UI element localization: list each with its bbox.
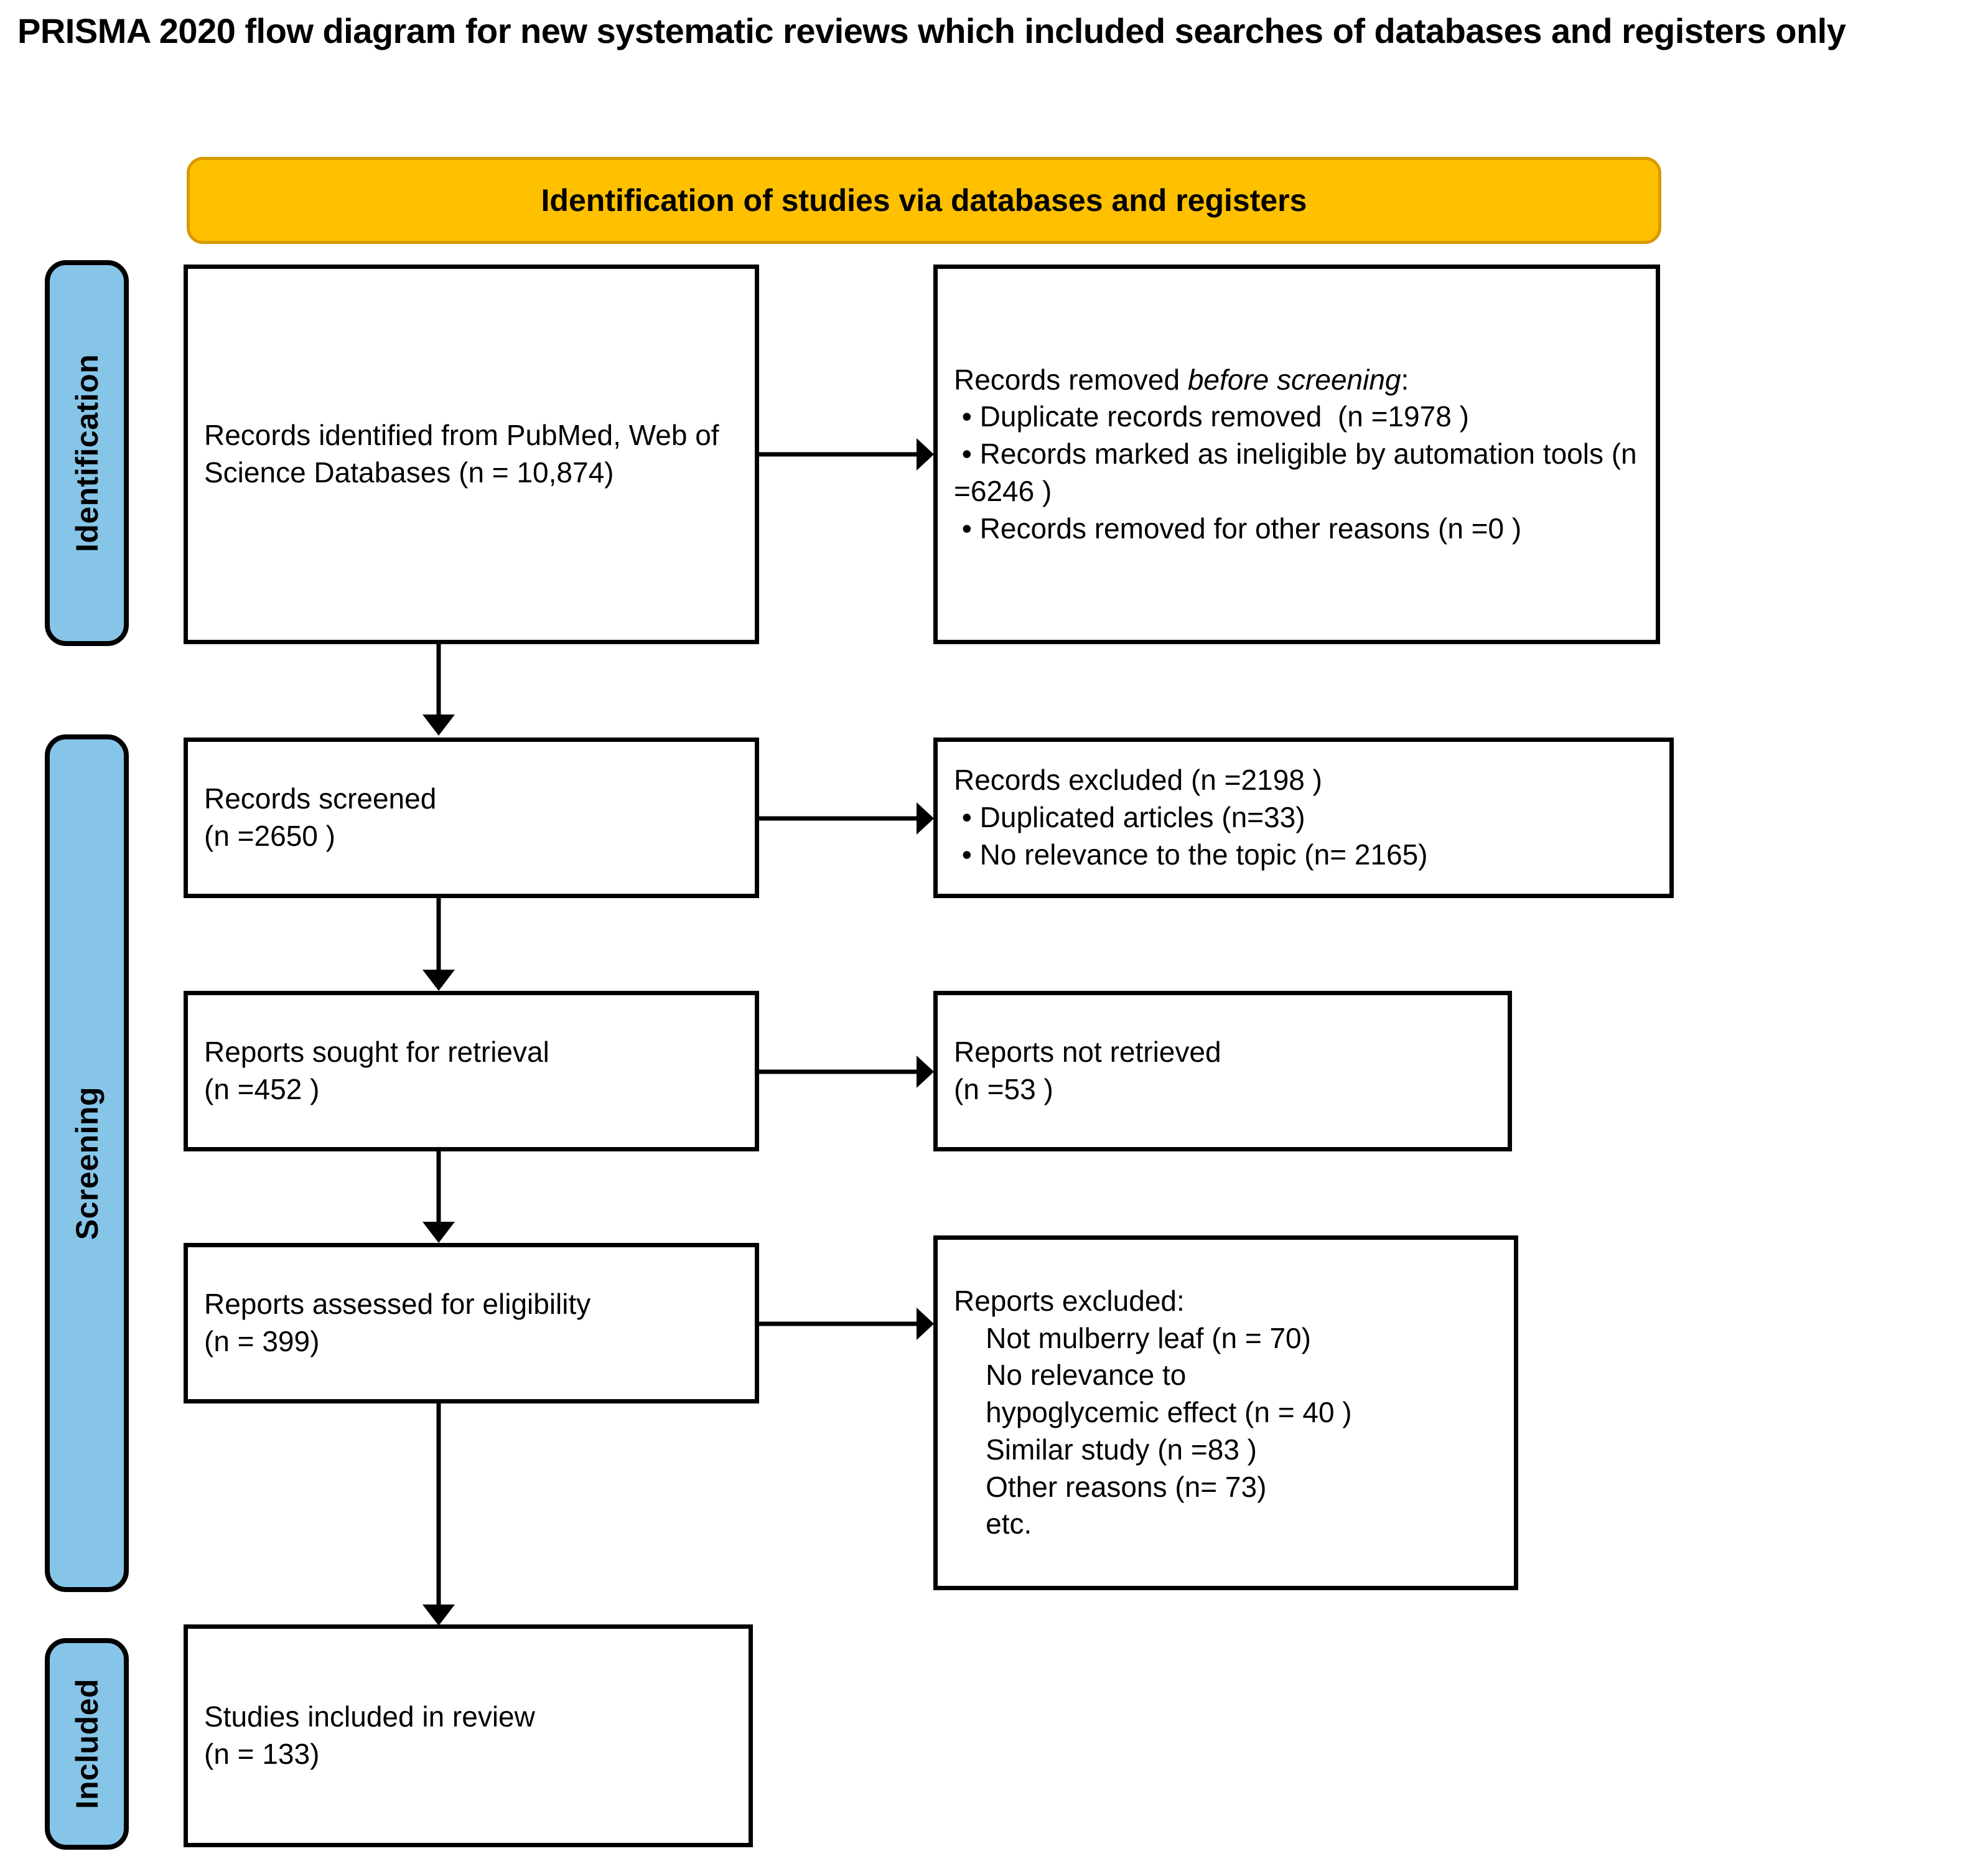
arrow-identified-to-screened [420, 641, 457, 741]
phase-label-screening: Screening [69, 1086, 105, 1240]
box-records-screened: Records screened (n =2650 ) [184, 738, 759, 898]
box-records-identified-text: Records identified from PubMed, Web of S… [204, 419, 727, 489]
arrow-screened-to-excluded [756, 800, 943, 837]
phase-pill-identification: Identification [45, 260, 129, 646]
box-records-screened-text: Records screened (n =2650 ) [204, 782, 437, 852]
box-records-removed-before-screening: Records removed before screening: • Dupl… [933, 265, 1660, 644]
box-records-excluded: Records excluded (n =2198 ) • Duplicated… [933, 738, 1674, 898]
box-studies-included-in-review: Studies included in review (n = 133) [184, 1624, 753, 1847]
stage-banner-label: Identification of studies via databases … [541, 183, 1307, 218]
phase-label-included: Included [69, 1679, 105, 1809]
arrow-identified-to-removed [756, 436, 943, 473]
arrow-assessed-to-reports-excluded [756, 1305, 943, 1342]
box-records-excluded-text: Records excluded (n =2198 ) • Duplicated… [954, 764, 1428, 871]
arrow-assessed-to-studies-included [420, 1400, 457, 1631]
phase-pill-included: Included [45, 1638, 129, 1850]
phase-pill-screening: Screening [45, 734, 129, 1592]
records-removed-heading-tail: : [1401, 363, 1409, 396]
box-records-identified: Records identified from PubMed, Web of S… [184, 265, 759, 644]
box-reports-sought-for-retrieval: Reports sought for retrieval (n =452 ) [184, 991, 759, 1151]
phase-label-identification: Identification [69, 354, 105, 553]
records-removed-item-3: • Records removed for other reasons (n =… [954, 512, 1522, 545]
box-reports-not-retrieved: Reports not retrieved (n =53 ) [933, 991, 1512, 1151]
box-reports-excluded-text: Reports excluded: Not mulberry leaf (n =… [954, 1284, 1352, 1540]
arrow-sought-to-not-retrieved [756, 1053, 943, 1090]
stage-banner-identification: Identification of studies via databases … [187, 157, 1661, 244]
page-title: PRISMA 2020 flow diagram for new systema… [17, 11, 1846, 50]
records-removed-item-2: • Records marked as ineligible by automa… [954, 438, 1645, 507]
box-reports-sought-text: Reports sought for retrieval (n =452 ) [204, 1036, 549, 1105]
box-records-removed-text: Records removed before screening: • Dupl… [938, 362, 1656, 548]
arrow-screened-to-sought [420, 895, 457, 996]
records-removed-heading-italic: before screening [1187, 363, 1401, 396]
records-removed-heading: Records removed [954, 363, 1188, 396]
box-reports-assessed-text: Reports assessed for eligibility (n = 39… [204, 1288, 591, 1357]
box-reports-excluded: Reports excluded: Not mulberry leaf (n =… [933, 1235, 1518, 1590]
arrow-sought-to-assessed [420, 1148, 457, 1248]
box-studies-included-text: Studies included in review (n = 133) [204, 1700, 535, 1770]
box-reports-assessed-for-eligibility: Reports assessed for eligibility (n = 39… [184, 1243, 759, 1403]
records-removed-item-1: • Duplicate records removed (n =1978 ) [954, 400, 1469, 433]
box-reports-not-retrieved-text: Reports not retrieved (n =53 ) [954, 1036, 1221, 1105]
